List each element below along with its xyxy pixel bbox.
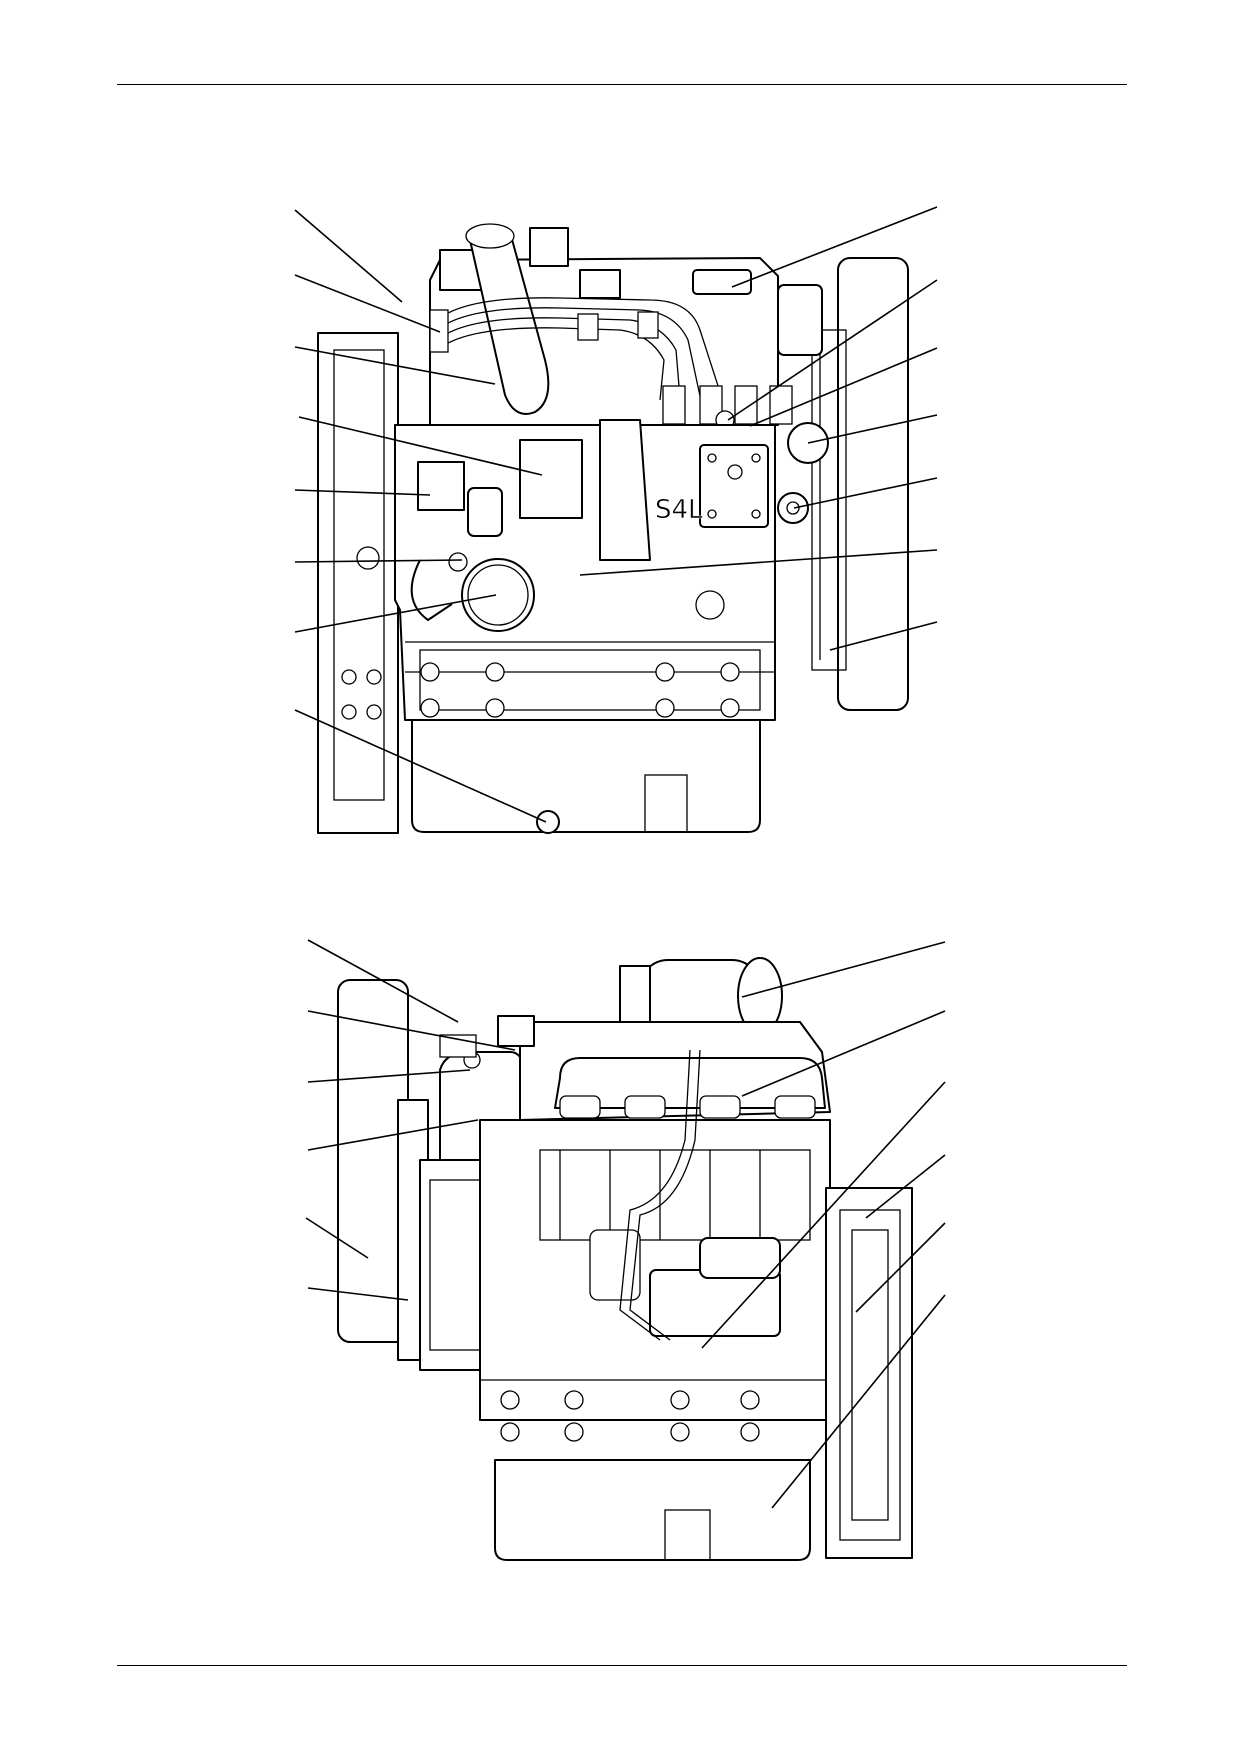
- gear-case: [419, 1159, 496, 1371]
- pump-cover: S4L: [655, 444, 769, 528]
- engine-diagram-top: S4L: [294, 206, 938, 834]
- intake-pipe: [465, 223, 569, 415]
- flywheel-housing-right: [825, 1187, 913, 1559]
- header-rule: [117, 84, 1127, 85]
- starter-motor: [589, 1229, 781, 1337]
- injection-pipes: [429, 297, 721, 401]
- oil-pan: [411, 719, 761, 834]
- cooling-fan-left: [337, 979, 429, 1361]
- callout-leaders-bottom: [305, 939, 946, 1509]
- callout-leaders-top: [294, 206, 938, 823]
- dipstick-tube: [619, 1049, 701, 1341]
- exhaust-manifold: [554, 1057, 826, 1119]
- block-bolts: [420, 552, 740, 718]
- oil-pan-side: [494, 1459, 811, 1561]
- cooling-fan: [811, 257, 909, 711]
- cover-cast-text: S4L: [655, 495, 703, 525]
- injection-pump: [417, 419, 651, 561]
- footer-rule: [117, 1665, 1127, 1666]
